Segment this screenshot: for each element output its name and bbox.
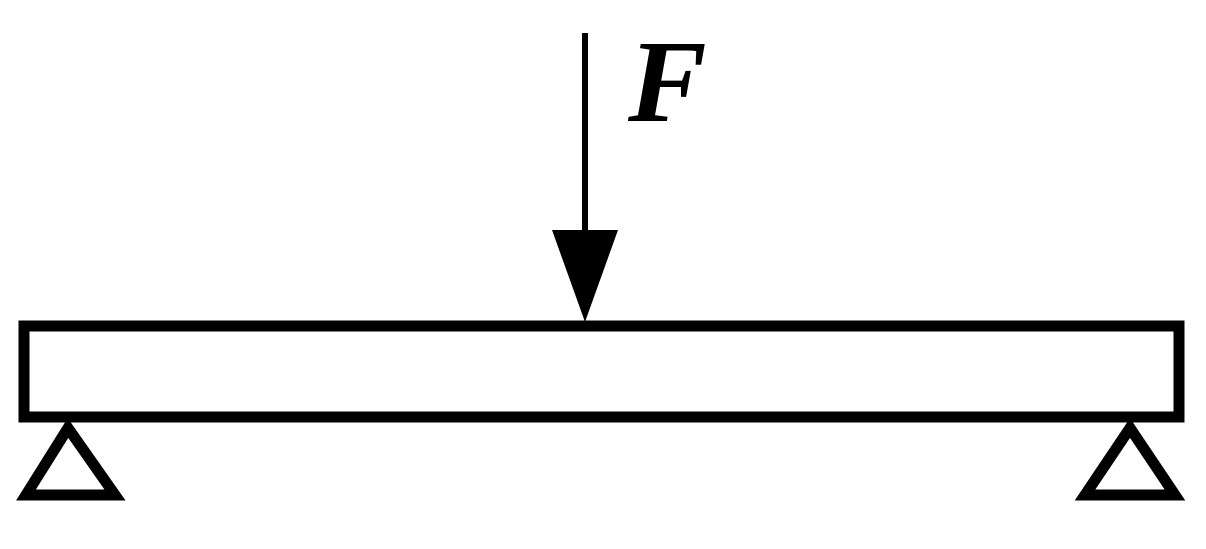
force-arrow-head: [552, 230, 618, 322]
right-support: [1074, 418, 1186, 501]
left-support: [16, 418, 126, 501]
force-label: F: [627, 16, 707, 147]
force-arrow: [552, 33, 618, 322]
beam: [18, 320, 1185, 423]
